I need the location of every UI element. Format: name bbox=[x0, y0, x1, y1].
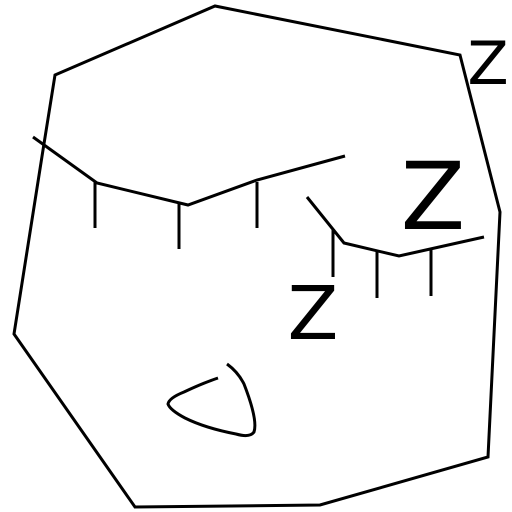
right-eyelid bbox=[305, 196, 485, 258]
left-closed-eye bbox=[32, 135, 346, 249]
sleep-letter-small: Z bbox=[467, 29, 508, 99]
head-outline bbox=[12, 4, 502, 509]
left-eyelid bbox=[32, 135, 346, 207]
sleep-letter-medium: Z bbox=[288, 271, 339, 357]
mouth bbox=[166, 362, 257, 438]
sleep-letter-large: Z bbox=[401, 143, 465, 252]
right-closed-eye bbox=[305, 196, 485, 298]
